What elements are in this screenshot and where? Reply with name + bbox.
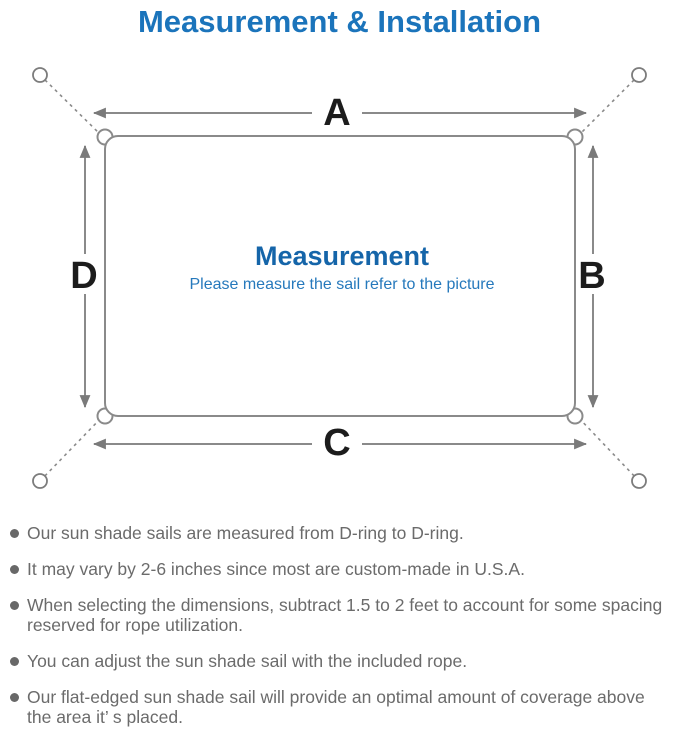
- notes-list: Our sun shade sails are measured from D-…: [0, 523, 679, 727]
- corner-dashed-lines: [39, 74, 640, 482]
- dashed-line-top-left: [39, 74, 105, 139]
- diagram-center-heading: Measurement: [255, 241, 429, 271]
- bullet-icon: [10, 657, 19, 666]
- note-text: When selecting the dimensions, subtract …: [27, 595, 663, 635]
- note-item: Our flat-edged sun shade sail will provi…: [10, 687, 673, 727]
- anchor-ring-icon: [631, 473, 647, 489]
- dashed-line-bottom-left: [39, 414, 105, 482]
- dimension-label-d: D: [70, 255, 97, 297]
- anchor-ring-icon: [631, 67, 647, 83]
- note-item: Our sun shade sails are measured from D-…: [10, 523, 673, 543]
- bullet-icon: [10, 693, 19, 702]
- note-text: It may vary by 2-6 inches since most are…: [27, 559, 525, 579]
- dimension-arrows: [79, 107, 599, 450]
- note-text: Our sun shade sails are measured from D-…: [27, 523, 464, 543]
- bullet-icon: [10, 601, 19, 610]
- dimension-label-a: A: [323, 92, 350, 134]
- note-item: You can adjust the sun shade sail with t…: [10, 651, 673, 671]
- anchor-ring-icon: [32, 473, 48, 489]
- note-text: You can adjust the sun shade sail with t…: [27, 651, 468, 671]
- bullet-icon: [10, 529, 19, 538]
- dashed-line-top-right: [575, 74, 640, 139]
- d-ring-bumps: [96, 128, 584, 425]
- note-item: It may vary by 2-6 inches since most are…: [10, 559, 673, 579]
- measurement-diagram: A B C D Measurement Please measure the s…: [32, 67, 647, 489]
- bullet-icon: [10, 565, 19, 574]
- dimension-label-c: C: [323, 422, 350, 464]
- note-text: Our flat-edged sun shade sail will provi…: [27, 687, 645, 727]
- note-item: When selecting the dimensions, subtract …: [10, 595, 673, 635]
- dashed-line-bottom-right: [575, 414, 640, 482]
- diagram-center-subheading: Please measure the sail refer to the pic…: [189, 276, 494, 293]
- sail-rectangle: [104, 135, 576, 417]
- dimension-label-b: B: [578, 255, 605, 297]
- anchor-rings: [32, 67, 647, 489]
- anchor-ring-icon: [32, 67, 48, 83]
- page-title: Measurement & Installation: [137, 4, 542, 39]
